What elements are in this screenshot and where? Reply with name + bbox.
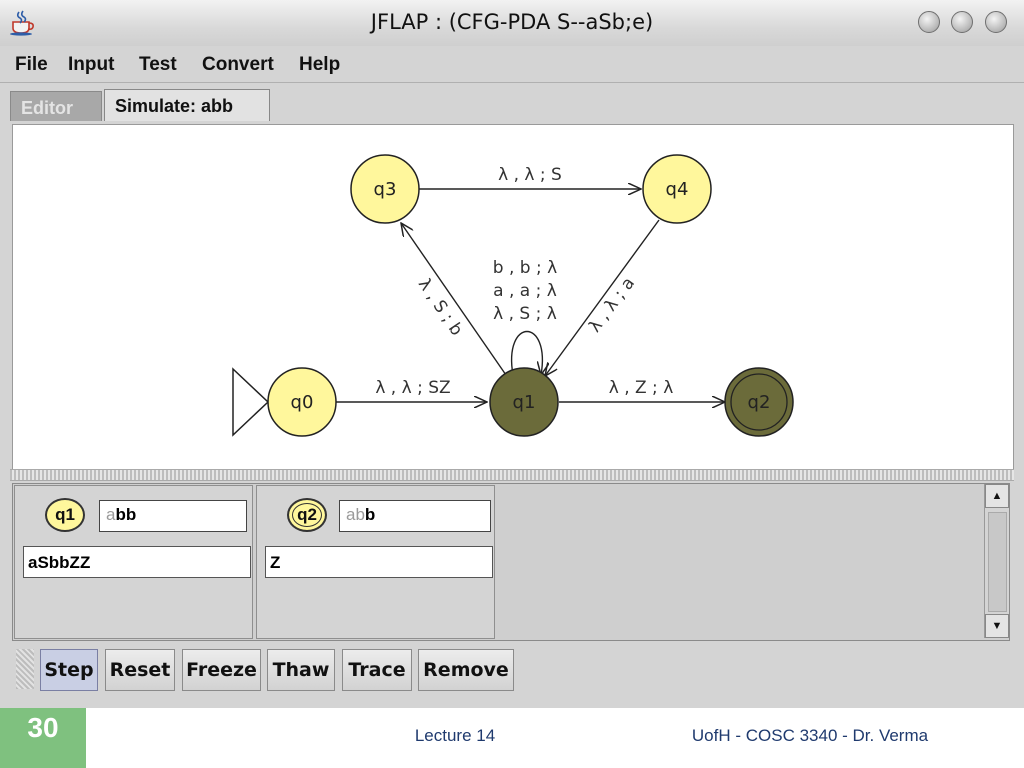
- step-button[interactable]: Step: [40, 649, 98, 691]
- edge-q1-loop: [510, 331, 543, 376]
- configuration-q1[interactable]: q1 abb aSbbZZ: [14, 485, 253, 639]
- scroll-down-button[interactable]: ▼: [985, 614, 1009, 638]
- edge-label-q0-q1: λ , λ ; SZ: [375, 378, 450, 398]
- slide-footer: [0, 708, 1024, 768]
- reset-button[interactable]: Reset: [105, 649, 175, 691]
- edge-q1-q3: [401, 223, 507, 376]
- tape-remaining: b: [364, 505, 376, 524]
- tab-strip: Editor Simulate: abb: [0, 83, 1024, 123]
- tab-simulate[interactable]: Simulate: abb: [104, 89, 270, 121]
- tape-consumed: a: [106, 505, 116, 524]
- config-state-badge: q2: [287, 498, 327, 532]
- config-stack: aSbbZZ: [23, 546, 251, 578]
- minimize-button[interactable]: [918, 11, 940, 33]
- config-input-tape: abb: [99, 500, 247, 532]
- menu-file[interactable]: File: [15, 54, 48, 75]
- config-input-tape: abb: [339, 500, 491, 532]
- configuration-q2[interactable]: q2 abb Z: [256, 485, 495, 639]
- slide-number-box: [0, 708, 86, 768]
- freeze-button[interactable]: Freeze: [182, 649, 261, 691]
- state-label-q1: q1: [513, 392, 536, 413]
- java-cup-icon: [10, 10, 34, 36]
- automaton-canvas[interactable]: λ , λ ; SZ λ , Z ; λ λ , λ ; S λ , S ; b…: [12, 124, 1014, 470]
- loop-label-line-3: λ , S ; λ: [493, 304, 557, 324]
- split-pane-divider[interactable]: [10, 469, 1014, 481]
- state-q0[interactable]: q0: [267, 367, 337, 437]
- tab-editor[interactable]: Editor: [10, 91, 102, 121]
- state-label-q2: q2: [748, 392, 771, 413]
- menu-input[interactable]: Input: [68, 54, 115, 75]
- trace-button[interactable]: Trace: [342, 649, 412, 691]
- initial-state-marker: [232, 367, 270, 437]
- footer-lecture: Lecture 14: [414, 726, 496, 745]
- menu-bar: File Input Test Convert Help: [0, 46, 1024, 83]
- state-q3[interactable]: q3: [350, 154, 420, 224]
- edge-label-q4-q1: λ , λ ; a: [585, 274, 639, 337]
- slide-number: 30: [27, 712, 59, 743]
- config-state-badge: q1: [45, 498, 85, 532]
- configuration-pane: q1 abb aSbbZZ q2 abb Z: [12, 483, 1010, 641]
- close-button[interactable]: [985, 11, 1007, 33]
- menu-help[interactable]: Help: [299, 54, 341, 75]
- config-stack: Z: [265, 546, 493, 578]
- menu-convert[interactable]: Convert: [202, 54, 274, 75]
- jflap-window: JFLAP : (CFG-PDA S--aSb;e) File Input Te…: [0, 0, 1024, 708]
- window-title: JFLAP : (CFG-PDA S--aSb;e): [370, 10, 654, 34]
- state-q4[interactable]: q4: [642, 154, 712, 224]
- state-q2[interactable]: q2: [724, 367, 794, 437]
- automaton-diagram: λ , λ ; SZ λ , Z ; λ λ , λ ; S λ , S ; b…: [232, 154, 794, 437]
- scroll-up-button[interactable]: ▲: [985, 484, 1009, 508]
- thaw-button[interactable]: Thaw: [267, 649, 335, 691]
- tape-consumed: ab: [346, 505, 365, 524]
- footer-course: UofH - COSC 3340 - Dr. Verma: [691, 726, 929, 745]
- loop-label-line-2: a , a ; λ: [493, 281, 557, 301]
- state-label-q3: q3: [374, 179, 397, 200]
- edge-q4-q1: [545, 219, 660, 376]
- scrollbar-track[interactable]: [988, 512, 1007, 612]
- edge-label-q3-q4: λ , λ ; S: [498, 165, 562, 185]
- config-scrollbar[interactable]: ▲ ▼: [984, 484, 1009, 638]
- title-bar[interactable]: JFLAP : (CFG-PDA S--aSb;e): [0, 0, 1024, 47]
- maximize-button[interactable]: [951, 11, 973, 33]
- edge-label-q1-q2: λ , Z ; λ: [609, 378, 674, 398]
- tape-remaining: bb: [115, 505, 137, 524]
- toolbar-grip[interactable]: [16, 649, 34, 689]
- state-label-q0: q0: [291, 392, 314, 413]
- menu-test[interactable]: Test: [139, 54, 177, 75]
- state-q1[interactable]: q1: [489, 367, 559, 437]
- simulation-toolbar: Step Reset Freeze Thaw Trace Remove: [12, 643, 1012, 695]
- remove-button[interactable]: Remove: [418, 649, 514, 691]
- loop-label-line-1: b , b ; λ: [493, 258, 557, 278]
- state-label-q4: q4: [666, 179, 689, 200]
